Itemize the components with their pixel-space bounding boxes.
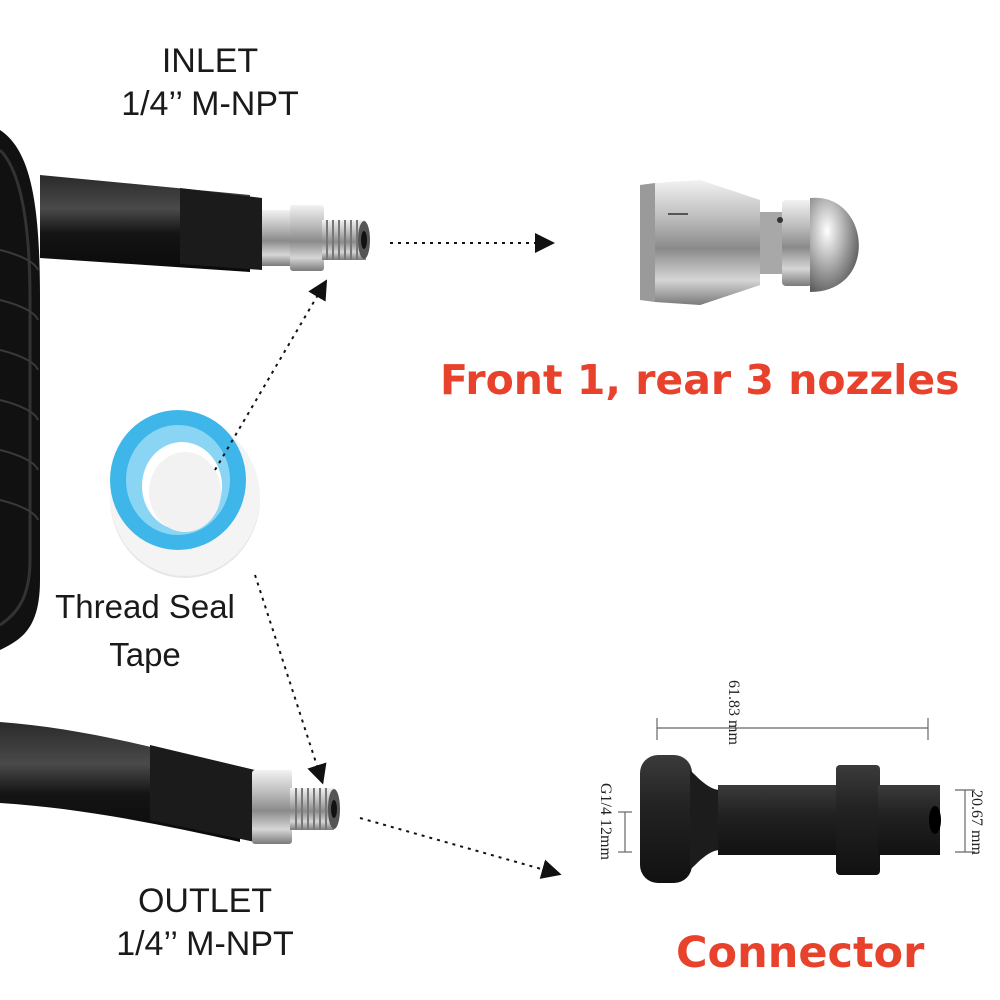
tape-label: Thread Seal Tape [55,588,235,673]
inlet-label: INLET 1/4’’ M-NPT [121,42,299,123]
connector-caption: Connector [676,928,925,978]
hose-coil [0,130,40,650]
dimension-length: 61.83 mm [725,680,742,745]
dimension-thread: G1/4 12mm [597,783,614,860]
dimension-lines [618,718,975,853]
pointer-arrows [214,233,562,879]
outlet-hose [0,722,340,844]
outlet-label: OUTLET 1/4’’ M-NPT [116,882,294,963]
inlet-hose [40,175,370,272]
nozzle-caption: Front 1, rear 3 nozzles [440,356,960,404]
thread-seal-tape [110,410,260,578]
sewer-nozzle [640,180,859,305]
dimension-diameter: 20.67 mm [968,790,985,855]
connector-adapter [640,755,941,883]
